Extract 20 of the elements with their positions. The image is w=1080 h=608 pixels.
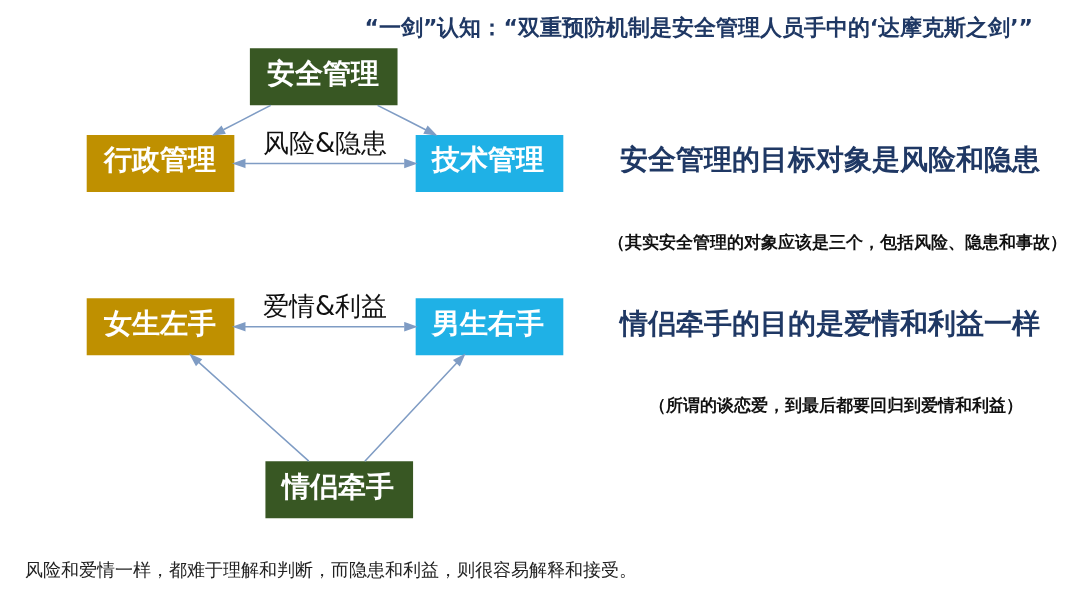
label: 风险和爱情一样，都难于理解和判断，而隐患和利益，则很容易解释和接受。 — [25, 559, 638, 581]
arrow — [211, 104, 272, 136]
label: （所谓的谈恋爱，到最后都要回归到爱情和利益） — [649, 395, 1024, 416]
label: （其实安全管理的对象应该是三个，包括风险、隐患和事故） — [607, 232, 1067, 253]
node-box: 安全管理 — [249, 48, 398, 106]
arrow — [232, 158, 418, 169]
label: 情侣牵手的目的是爱情和利益一样 — [619, 306, 1040, 340]
edge-label: 爱情&利益 — [262, 291, 388, 322]
label: 安全管理的目标对象是风险和隐患 — [619, 143, 1040, 177]
arrow — [232, 321, 418, 332]
node-box: 女生左手 — [86, 298, 235, 356]
diagram-title: “一剑”认知：“双重预防机制是安全管理人员手中的‘达摩克斯之剑’” — [364, 14, 1034, 40]
node-box: 技术管理 — [415, 135, 564, 192]
arrow — [376, 104, 438, 136]
arrow — [364, 353, 466, 462]
arrow — [189, 353, 310, 462]
node-box: 情侣牵手 — [265, 461, 414, 519]
node-box: 男生右手 — [415, 298, 564, 356]
node-box: 行政管理 — [86, 135, 235, 192]
edge-label: 风险&隐患 — [262, 127, 388, 158]
